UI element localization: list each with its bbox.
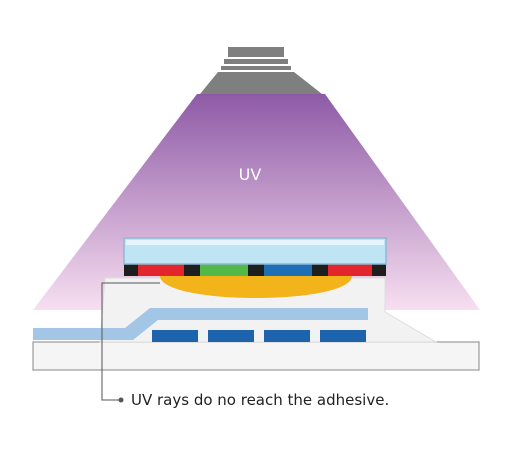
color-filter [124,264,386,276]
filter-black [184,264,200,276]
lamp-shade [200,72,322,94]
pad [320,330,366,342]
callout-leader [101,282,160,401]
lamp-top-cap [228,47,284,57]
trace-left [33,308,368,340]
filter-black [312,264,328,276]
lamp-band [221,66,291,70]
filter-red [328,264,372,276]
lamp-band [224,59,288,64]
pad [264,330,310,342]
pad [208,330,254,342]
substrate-base [32,341,480,371]
uv-lamp [200,47,322,94]
pad [152,330,198,342]
uv-label: UV [239,165,262,184]
callout-dot [118,397,124,403]
filter-red [138,264,184,276]
filter-green [200,264,248,276]
filter-black [248,264,264,276]
filter-blue [264,264,312,276]
adhesive [160,276,352,298]
filter-black [372,264,386,276]
filter-black [124,264,138,276]
glass-highlight [126,240,384,245]
callout-text: UV rays do no reach the adhesive. [131,391,389,409]
